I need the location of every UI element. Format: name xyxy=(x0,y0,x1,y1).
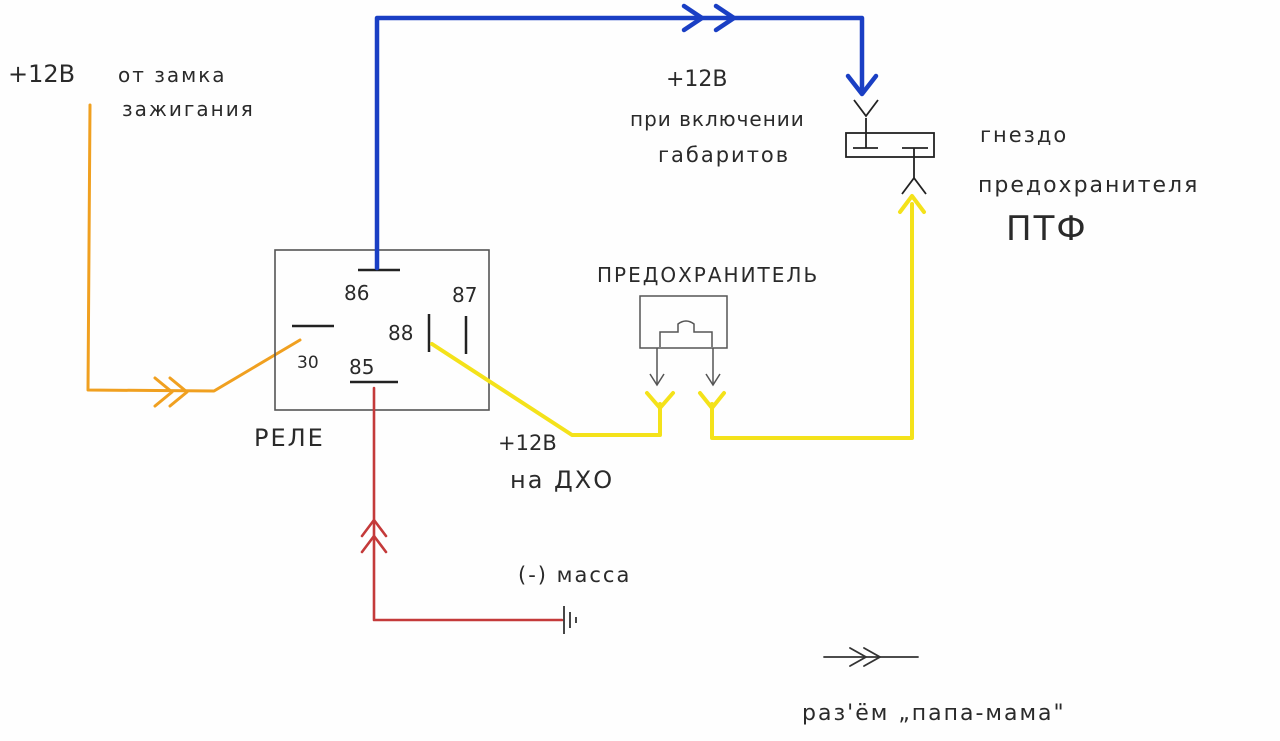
ground-label: (-) масса xyxy=(518,563,631,587)
lights-plus12-label: +12В xyxy=(666,67,728,92)
socket-title-3: ПТФ xyxy=(1006,209,1088,249)
fuse-label: ПРЕДОХРАНИТЕЛЬ xyxy=(597,263,819,287)
pin30-label: 30 xyxy=(297,353,319,373)
ignition-from-label: от замка xyxy=(118,63,227,87)
pin85-label: 85 xyxy=(349,355,374,379)
fuse xyxy=(639,295,728,387)
drl-plus12-label: +12В xyxy=(498,431,557,455)
drl-target-label: на ДХО xyxy=(510,466,614,494)
ground-wire xyxy=(360,386,564,622)
drl-wire xyxy=(430,194,926,440)
pin87-label: 87 xyxy=(452,283,477,307)
lights-markers-label: габаритов xyxy=(658,143,790,167)
connector-legend-icon xyxy=(823,647,919,667)
connector-legend-label: раз'ём „папа-мама" xyxy=(802,701,1066,726)
relay-label: РЕЛЕ xyxy=(254,424,325,452)
socket-title-2: предохранителя xyxy=(978,173,1199,198)
pin86-label: 86 xyxy=(344,281,369,305)
lights-when-label: при включении xyxy=(630,107,805,131)
ignition-wire xyxy=(86,103,302,408)
ground-symbol-icon xyxy=(563,606,577,634)
socket-title-1: гнездо xyxy=(980,123,1068,147)
relay: 86 87 88 30 85 xyxy=(274,249,490,411)
pin88-label: 88 xyxy=(388,321,413,345)
fuse-socket xyxy=(845,99,935,195)
ignition-switch-label: зажигания xyxy=(122,97,255,121)
lights-signal-wire xyxy=(374,3,879,271)
relay-body xyxy=(274,249,490,411)
ignition-plus12-label: +12В xyxy=(8,60,75,88)
